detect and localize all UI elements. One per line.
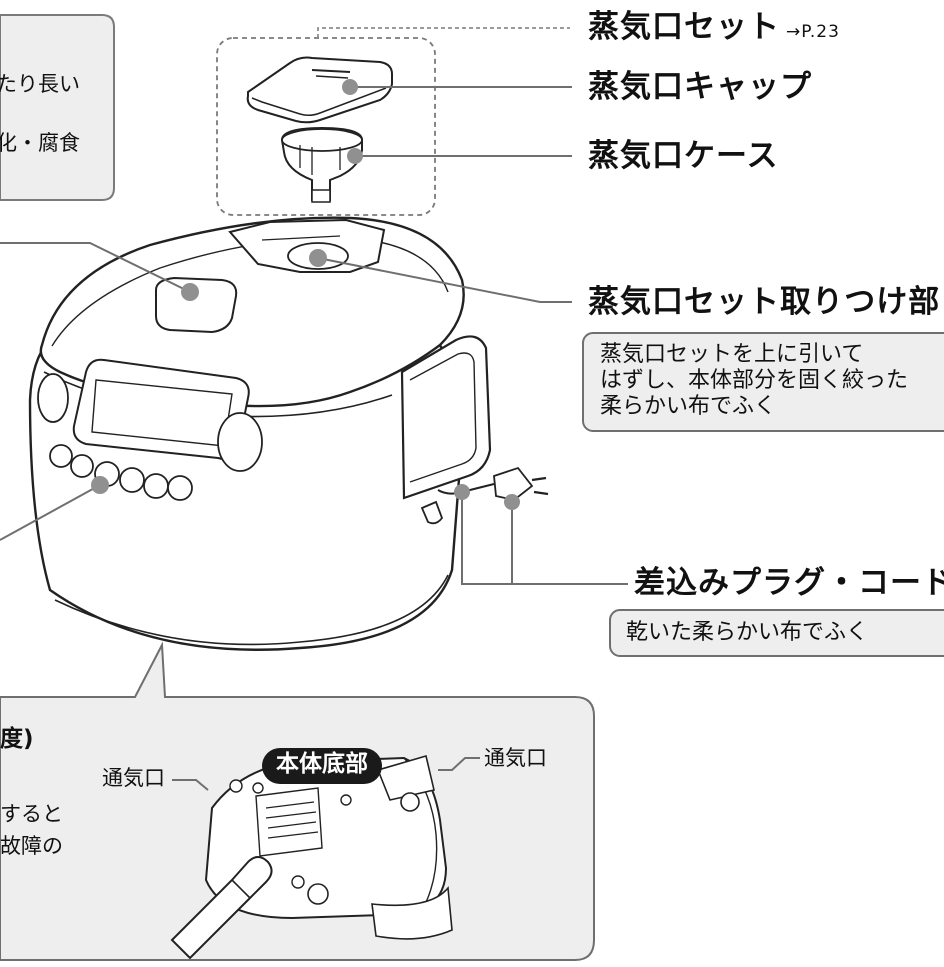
steam-vent-mount-label: 蒸気口セット取りつけ部	[588, 284, 941, 320]
plug-cord-note-box	[609, 609, 944, 657]
top-left-note-line: たり長い	[0, 72, 80, 96]
info-box-top-left	[0, 14, 115, 201]
steam-vent-case-drawing	[280, 126, 363, 203]
vent-right-label: 通気口	[484, 746, 547, 770]
steam-vent-cap-drawing	[246, 56, 393, 124]
plug-cord-label: 差込みプラグ・コード	[634, 565, 944, 601]
steam-vent-case-label: 蒸気口ケース	[588, 138, 779, 174]
leader-dots	[91, 79, 520, 510]
rice-cooker-drawing	[28, 216, 492, 651]
bottom-left-heading: 度)	[0, 726, 34, 752]
steam-vent-set-text: 蒸気口セット	[588, 9, 780, 45]
note-line: はずし、本体部分を固く絞った	[600, 368, 909, 393]
steam-vent-set-leader	[317, 27, 570, 38]
steam-vent-cap-label: 蒸気口キャップ	[588, 69, 812, 105]
steam-vent-mount-note: 蒸気口セットを上に引いて はずし、本体部分を固く絞った 柔らかい布でふく	[600, 342, 908, 420]
steam-vent-mount-note-box	[582, 332, 944, 432]
cooker-bottom-badge: 本体底部	[262, 748, 382, 784]
vent-left-label: 通気口	[102, 766, 165, 790]
steam-vent-set-label: 蒸気口セット →P.23	[588, 12, 840, 43]
note-line: 柔らかい布でふく	[600, 394, 777, 419]
bottom-left-note-line: 故障の	[0, 834, 63, 858]
steam-vent-set-group	[216, 37, 436, 216]
page-reference: →P.23	[786, 22, 840, 42]
plug-cord-drawing	[420, 466, 549, 525]
note-line: 蒸気口セットを上に引いて	[600, 342, 864, 367]
top-left-note-line: 化・腐食	[0, 131, 80, 155]
cooker-bottom-drawing	[170, 754, 453, 960]
leader-lines	[0, 86, 628, 791]
plug-cord-note: 乾いた柔らかい布でふく	[626, 620, 869, 645]
bottom-left-note-line: すると	[0, 802, 63, 826]
